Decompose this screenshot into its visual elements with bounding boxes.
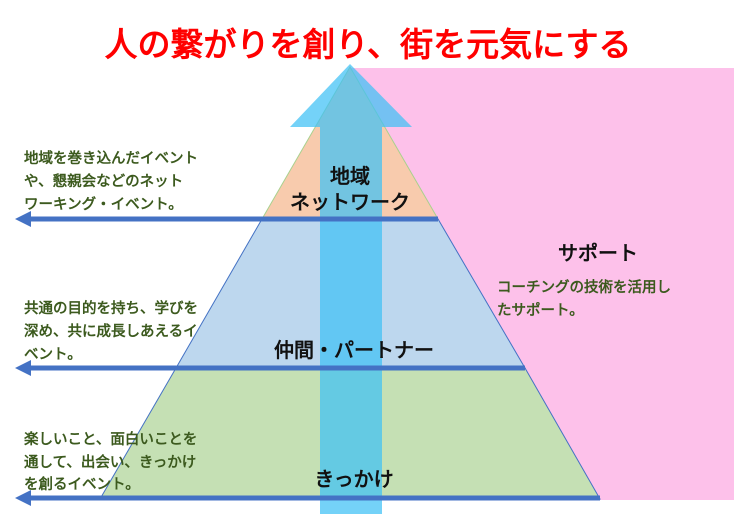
middle-description: 深め、共に成長しあえるイ: [24, 322, 198, 340]
middle-description: ベント。: [24, 347, 82, 363]
support-title: サポート: [558, 241, 638, 265]
page-title: 人の繋がりを創り、街を元気にする: [104, 25, 631, 64]
growth-arrow-icon: [290, 64, 412, 514]
top-description: ワーキング・イベント。: [24, 195, 183, 213]
arrow-left-icon: [15, 490, 600, 506]
bottom-description: 楽しいこと、面白いことを: [24, 430, 197, 448]
arrow-left-icon: [15, 360, 525, 376]
level-top-label: 地域: [330, 164, 370, 188]
bottom-description: を創るイベント。: [24, 475, 140, 493]
top-description: 地域を巻き込んだイベント: [24, 149, 198, 167]
support-description: コーチングの技術を活用し: [497, 278, 671, 296]
level-middle-label: 仲間・パートナー: [274, 338, 434, 362]
middle-description: 共通の目的を持ち、学びを: [24, 299, 198, 317]
level-bottom-label: きっかけ: [314, 467, 393, 491]
bottom-description: 通して、出会い、きっかけ: [24, 453, 196, 471]
top-description: や、懇親会などのネット: [24, 172, 183, 190]
arrow-left-icon: [15, 211, 438, 227]
support-description: たサポート。: [497, 301, 584, 319]
level-top-label: ネットワーク: [290, 190, 410, 214]
level-arrows: [15, 211, 600, 506]
